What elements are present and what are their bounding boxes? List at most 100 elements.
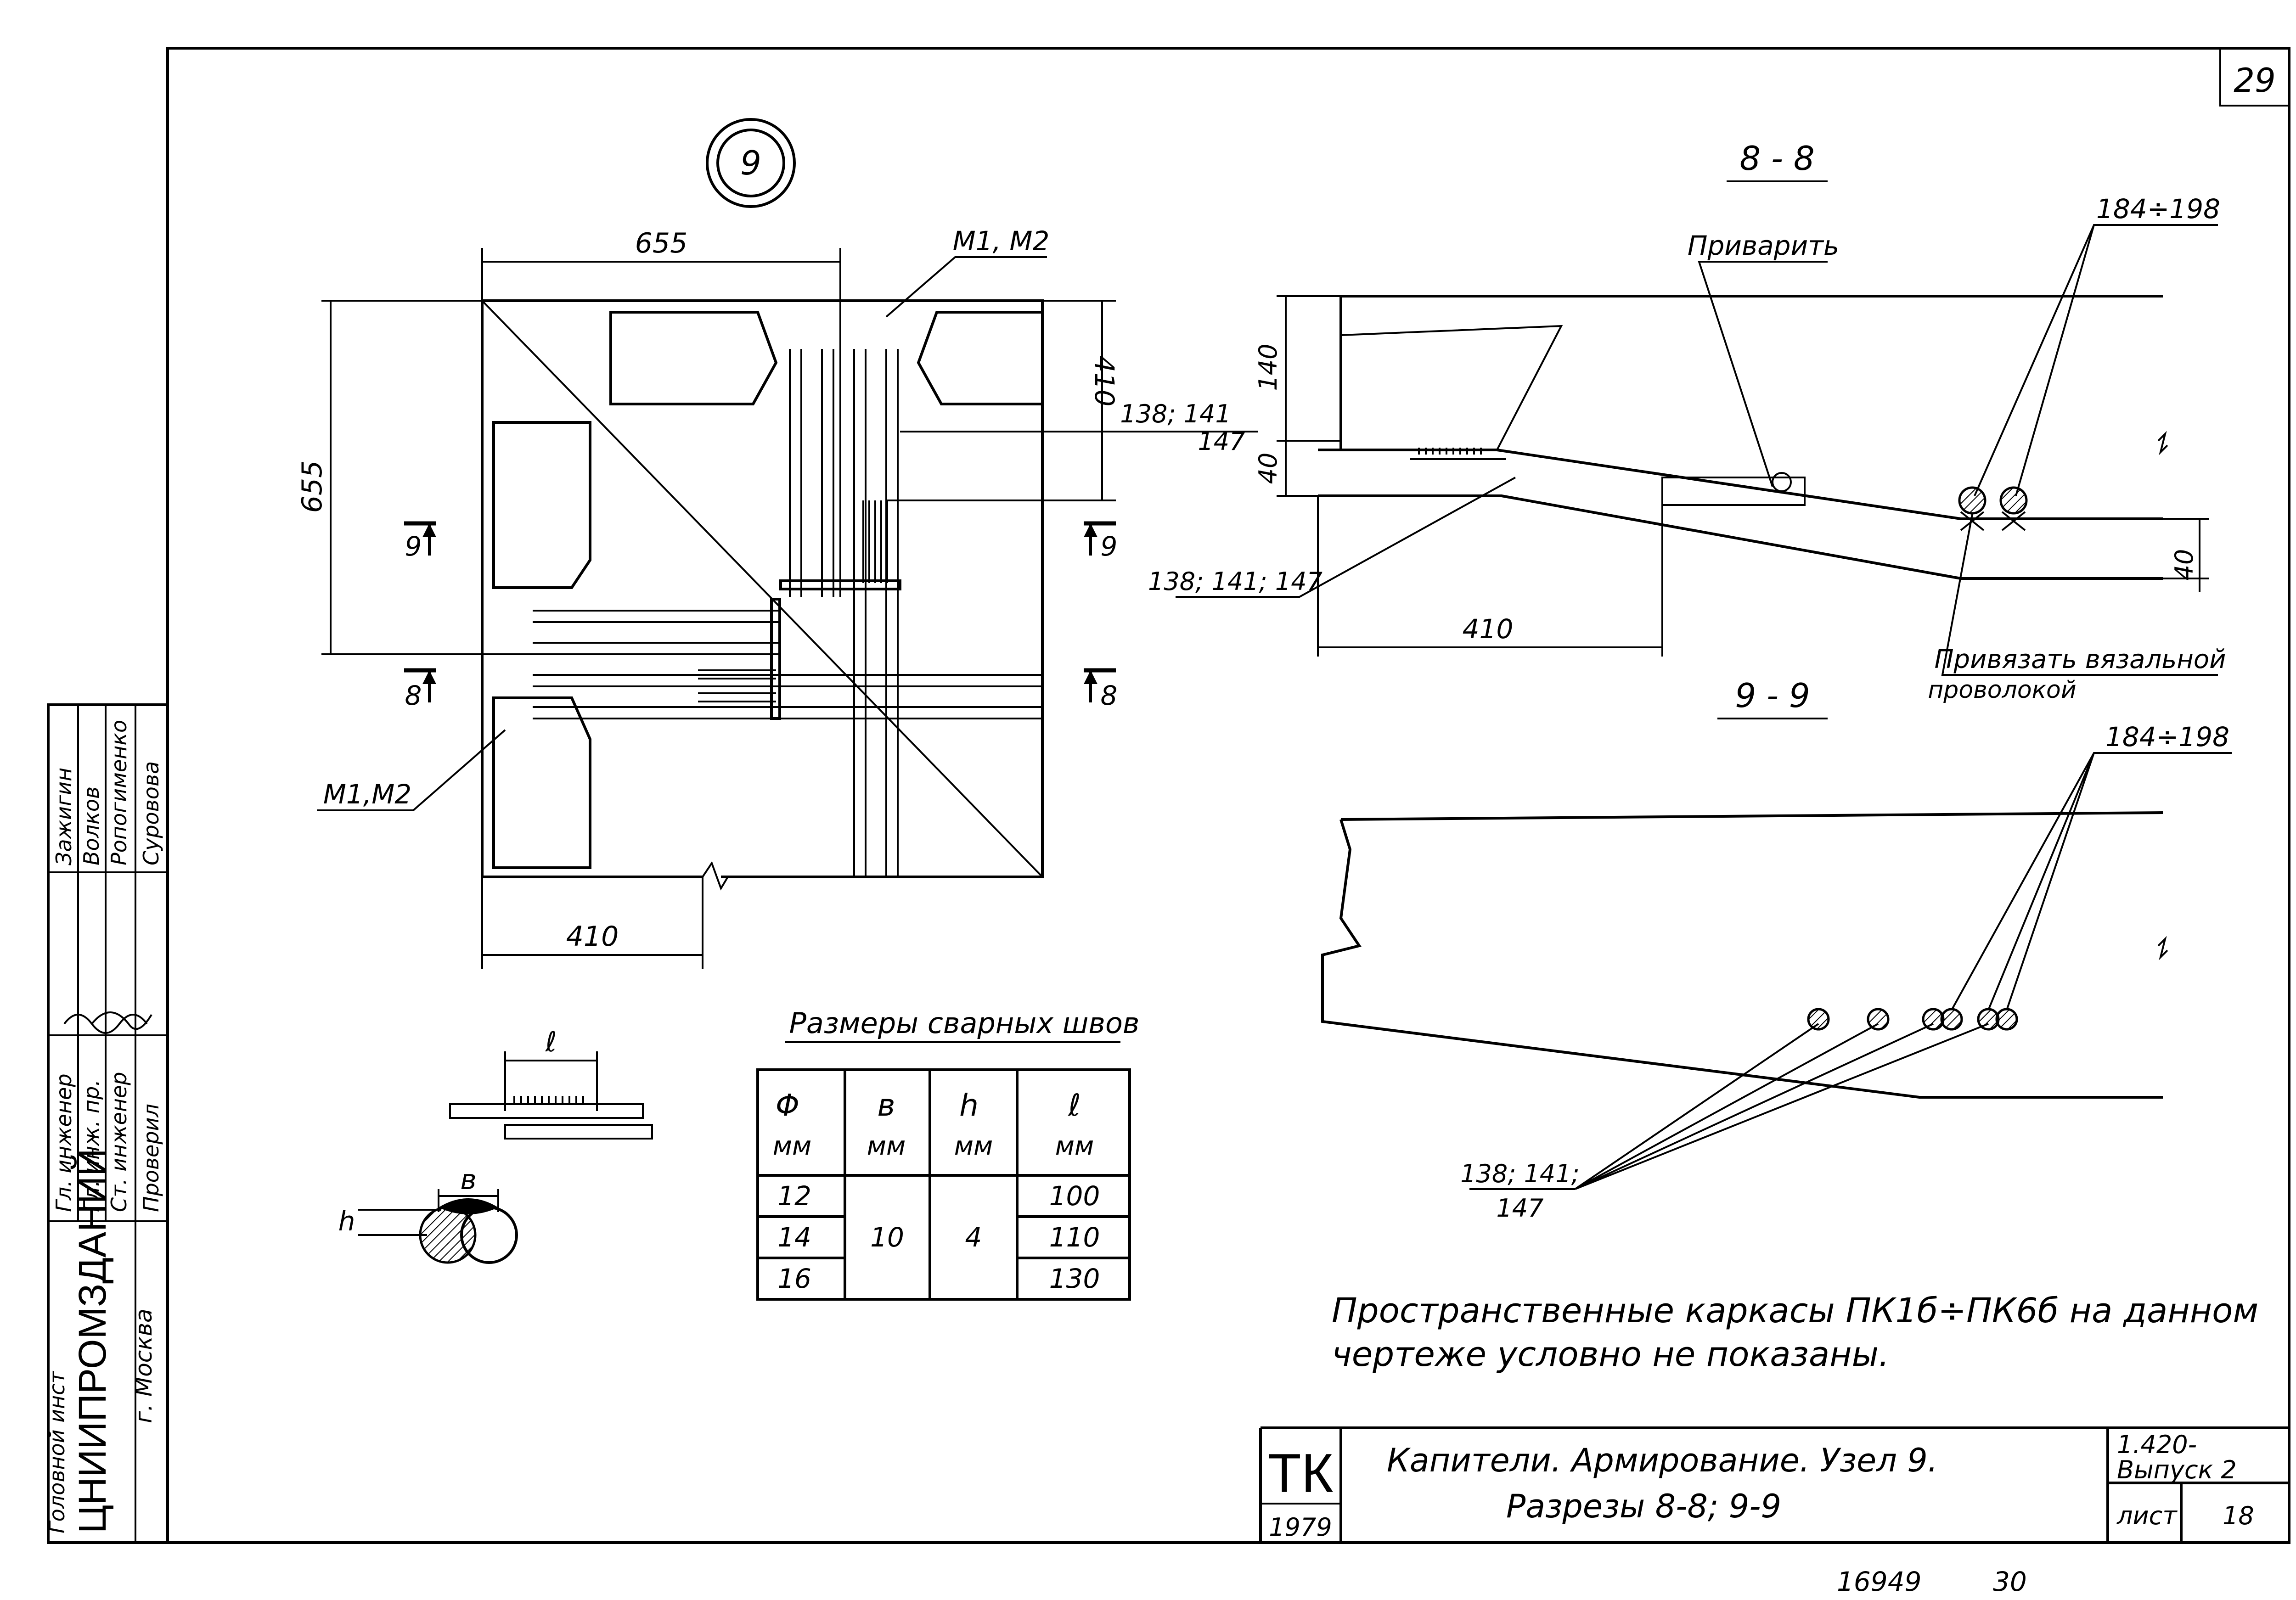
dim-40-left: 40 bbox=[1254, 453, 1283, 484]
weld-detail: ℓ в h bbox=[338, 1026, 653, 1264]
note-line-2: чертеже условно не показаны. bbox=[1332, 1335, 1890, 1374]
table-unit-d: мм bbox=[773, 1131, 812, 1161]
bar-circle-9-6 bbox=[1995, 1008, 2018, 1031]
table-row-l-110: 110 bbox=[1049, 1222, 1100, 1253]
bottom-stamp-left: 16949 bbox=[1837, 1566, 1922, 1597]
label-weld: Приварить bbox=[1688, 230, 1839, 261]
embedded-part-left-top bbox=[492, 421, 591, 589]
leader-weld bbox=[1698, 261, 1828, 487]
stamp-name-1: Зажигин bbox=[51, 768, 76, 865]
section-marker-9-left: 9 bbox=[404, 521, 436, 562]
side-stamp: Головной инст ЦНИИПРОМЗДАНИЙ г. Москва Г… bbox=[45, 703, 169, 1544]
table-row-l-100: 100 bbox=[1049, 1180, 1100, 1212]
weld-detail-h: h bbox=[338, 1206, 355, 1237]
node-marker-outer bbox=[706, 118, 796, 208]
dim-140: 140 bbox=[1254, 343, 1283, 391]
table-head-l: ℓ bbox=[1068, 1088, 1080, 1123]
section-marker-9-right: 9 bbox=[1084, 521, 1118, 562]
leader-range-9-9 bbox=[1951, 752, 2232, 1011]
title-line-1: Капители. Армирование. Узел 9. bbox=[1387, 1442, 1938, 1479]
section-9-9: 9 - 9 184÷198 138; 141; 147 bbox=[1321, 676, 2232, 1223]
label-range-8-8: 184÷198 bbox=[2096, 193, 2220, 225]
bottom-stamp-right: 30 bbox=[1993, 1566, 2027, 1597]
leader-range-8-8 bbox=[1974, 224, 2218, 496]
bar-circle-1 bbox=[1958, 486, 1986, 515]
table-row-d-14: 14 bbox=[777, 1222, 811, 1253]
dim-410-8-8: 410 bbox=[1463, 613, 1514, 645]
stamp-role-4: Проверил bbox=[139, 1104, 163, 1212]
bar-circle-2 bbox=[1999, 486, 2028, 515]
weld-table-title: Размеры сварных швов bbox=[789, 1006, 1140, 1040]
embedded-part-top-right bbox=[917, 311, 1044, 405]
table-head-d: Φ bbox=[776, 1088, 799, 1123]
stamp-name-4: Суровова bbox=[139, 761, 163, 865]
title-sheet-label: лист bbox=[2116, 1501, 2178, 1530]
label-bars-9-9-b: 147 bbox=[1496, 1194, 1543, 1223]
stamp-name-3: Ропогименко bbox=[107, 720, 131, 865]
svg-text:8: 8 bbox=[405, 680, 422, 711]
dim-410-right: 410 bbox=[1089, 356, 1120, 407]
table-unit-h: мм bbox=[954, 1131, 993, 1161]
table-unit-l: мм bbox=[1055, 1131, 1094, 1161]
slab-bottom-edge bbox=[1318, 494, 2163, 580]
label-bars-8-8: 138; 141; 147 bbox=[1148, 567, 1322, 596]
label-bars-right-b: 147 bbox=[1198, 427, 1245, 456]
label-bars-right-a: 138; 141 bbox=[1120, 399, 1231, 428]
leader-bars-8-8 bbox=[1176, 477, 1516, 598]
section-9-9-title: 9 - 9 bbox=[1735, 676, 1810, 715]
table-unit-b: мм bbox=[867, 1131, 906, 1161]
stamp-org-line-1: Головной инст bbox=[45, 1371, 69, 1533]
svg-text:9: 9 bbox=[1101, 531, 1118, 562]
table-row-d-12: 12 bbox=[777, 1180, 811, 1212]
stamp-role-2: Гл. инж. пр. bbox=[79, 1079, 104, 1212]
leader-m1m2-bottom bbox=[317, 729, 506, 811]
label-m1m2-top: M1, M2 bbox=[953, 225, 1050, 257]
slab-outline-9-9 bbox=[1321, 819, 2163, 1099]
title-series-2: Выпуск 2 bbox=[2117, 1455, 2237, 1484]
title-block: ТК 1979 Капители. Армирование. Узел 9. Р… bbox=[1259, 1426, 2289, 1543]
bar-circle-9-1 bbox=[1807, 1008, 1830, 1031]
weld-detail-b: в bbox=[460, 1164, 476, 1196]
vertical-bars bbox=[789, 349, 899, 877]
leader-m1m2-top bbox=[885, 256, 1047, 318]
label-tie-2: проволокой bbox=[1928, 676, 2076, 704]
page-number-box bbox=[2219, 47, 2290, 107]
table-head-h: h bbox=[959, 1088, 979, 1123]
title-tk: ТК bbox=[1267, 1443, 1333, 1504]
stamp-role-3: Ст. инженер bbox=[107, 1072, 131, 1212]
bar-circle-9-4 bbox=[1940, 1008, 1963, 1031]
weld-table: Размеры сварных швов Φ мм в мм h мм ℓ мм… bbox=[756, 1006, 1140, 1301]
title-series-1: 1.420- bbox=[2117, 1430, 2197, 1459]
slab-top-edge-9-9 bbox=[1340, 811, 2163, 821]
signature-1 bbox=[63, 1014, 148, 1034]
title-sheet-number: 18 bbox=[2223, 1501, 2254, 1530]
dim-410-bottom: 410 bbox=[566, 921, 619, 953]
weld-seams bbox=[698, 500, 888, 702]
signature-2 bbox=[91, 1011, 152, 1030]
bar-circle-9-2 bbox=[1867, 1008, 1890, 1031]
node-marker-label: 9 bbox=[740, 144, 761, 182]
section-8-8: 8 - 8 140 40 40 410 Приварить bbox=[1148, 139, 2226, 704]
table-row-l-130: 130 bbox=[1049, 1263, 1100, 1294]
leader-tie bbox=[1941, 514, 2218, 676]
section-marker-8-right: 8 bbox=[1084, 668, 1117, 711]
dim-655-left: 655 bbox=[296, 460, 328, 513]
section-marker-8-left: 8 bbox=[404, 668, 436, 711]
title-line-2: Разрезы 8-8; 9-9 bbox=[1506, 1488, 1781, 1525]
dim-40-right: 40 bbox=[2170, 549, 2199, 581]
stamp-org-city: г. Москва bbox=[130, 1308, 157, 1423]
note-line-1: Пространственные каркасы ПК1б÷ПК6б на да… bbox=[1332, 1291, 2258, 1331]
section-8-8-title: 8 - 8 bbox=[1739, 139, 1814, 178]
label-range-9-9: 184÷198 bbox=[2105, 721, 2229, 752]
label-tie-1: Привязать вязальной bbox=[1934, 645, 2226, 674]
diagonal-line bbox=[481, 300, 1043, 878]
table-row-d-16: 16 bbox=[777, 1263, 811, 1294]
embedded-part-left-bottom bbox=[492, 696, 591, 869]
title-year: 1979 bbox=[1269, 1513, 1332, 1542]
svg-text:9: 9 bbox=[405, 531, 422, 562]
embedded-part-top-left bbox=[609, 311, 778, 405]
label-m1m2-bottom: M1,M2 bbox=[323, 779, 411, 810]
leader-bars-9-9 bbox=[1469, 1023, 1989, 1190]
table-merged-b: 10 bbox=[870, 1222, 904, 1253]
